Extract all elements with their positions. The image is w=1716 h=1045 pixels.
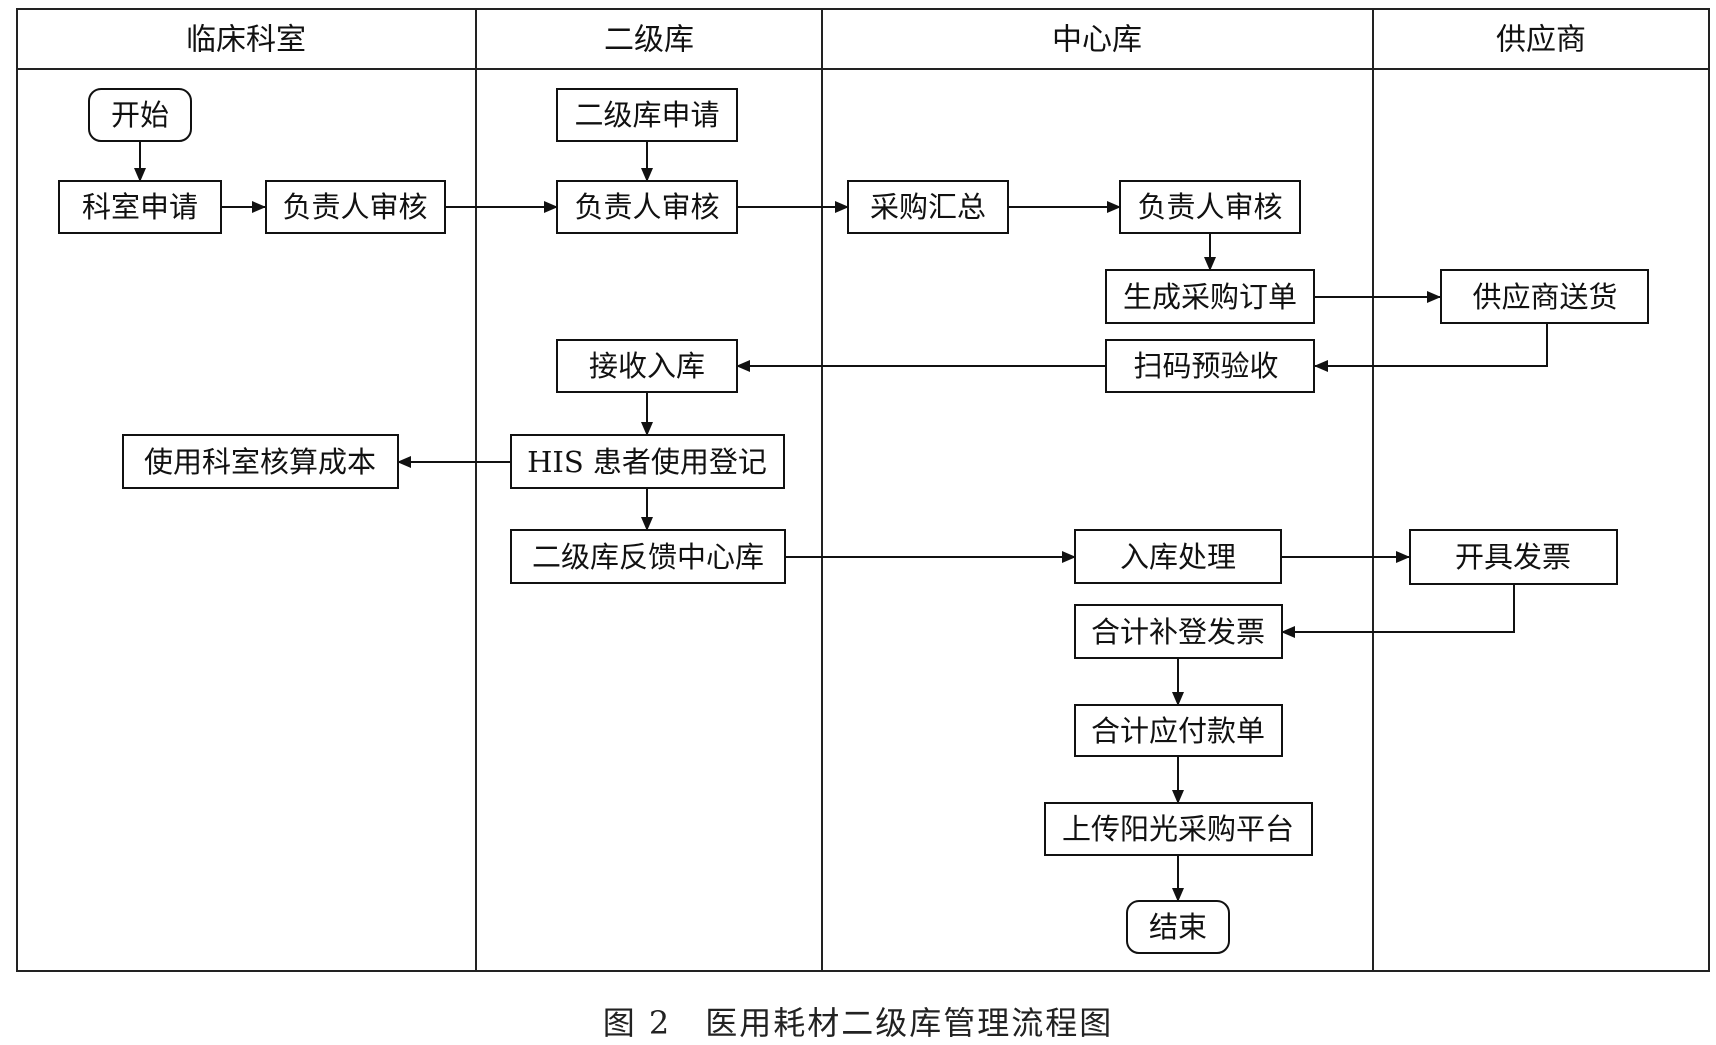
scan-check-label: 扫码预验收: [1133, 349, 1278, 383]
box-gen-order: [1105, 269, 1315, 324]
arrow-invoice-to-total-invoice: [1281, 584, 1515, 638]
dept-apply-label: 科室申请: [82, 190, 198, 224]
box-purchase-summary: [847, 180, 1009, 234]
box-dept-cost: [122, 434, 399, 489]
center-review-label: 负责人审核: [1137, 190, 1282, 224]
box-receive-in: [556, 339, 738, 393]
box-upload-platform: [1044, 802, 1313, 856]
dept-cost-label: 使用科室核算成本: [144, 445, 376, 479]
supplier-deliver-label: 供应商送货: [1472, 280, 1617, 314]
figure-caption: 图 2 医用耗材二级库管理流程图: [0, 998, 1716, 1044]
lane-header-secondary-store: 二级库: [604, 23, 694, 58]
lane-header-clinical-dept: 临床科室: [186, 23, 306, 58]
issue-invoice-label: 开具发票: [1455, 540, 1571, 574]
start-label: 开始: [111, 98, 169, 132]
lane-header-supplier: 供应商: [1496, 23, 1586, 58]
box-dept-apply: [58, 180, 222, 234]
purchase-summary-label: 采购汇总: [870, 190, 986, 224]
box-issue-invoice: [1409, 529, 1618, 585]
dept-review-label: 负责人审核: [282, 190, 427, 224]
start-terminal: [88, 88, 192, 142]
sec-apply-label: 二级库申请: [574, 98, 719, 132]
total-invoice-label: 合计补登发票: [1091, 615, 1265, 649]
arrow-supplier-to-scan: [1314, 323, 1548, 372]
total-payable-label: 合计应付款单: [1091, 714, 1265, 748]
gen-order-label: 生成采购订单: [1123, 280, 1297, 314]
connectors: [134, 141, 1548, 902]
swimlane-frame: [16, 8, 1710, 972]
stock-process-label: 入库处理: [1120, 540, 1236, 574]
box-his-register: [510, 434, 785, 489]
his-register-label: HIS 患者使用登记: [527, 445, 767, 479]
box-total-payable: [1074, 704, 1283, 757]
lane-header-central-store: 中心库: [1052, 23, 1142, 58]
box-stock-process: [1074, 529, 1282, 584]
sec-review-label: 负责人审核: [574, 190, 719, 224]
box-dept-review: [265, 180, 446, 234]
upload-platform-label: 上传阳光采购平台: [1062, 812, 1294, 846]
end-label: 结束: [1149, 910, 1207, 944]
figure-title: 医用耗材二级库管理流程图: [705, 1004, 1114, 1042]
box-scan-check: [1105, 339, 1315, 393]
receive-in-label: 接收入库: [589, 349, 705, 383]
end-terminal: [1126, 900, 1230, 954]
box-sec-review: [556, 180, 738, 234]
figure-number: 图 2: [602, 1004, 672, 1042]
box-sec-feedback: [510, 529, 786, 584]
box-total-invoice: [1074, 604, 1283, 659]
box-sec-apply: [556, 88, 738, 142]
box-supplier-deliver: [1440, 269, 1649, 324]
box-center-review: [1119, 180, 1301, 234]
sec-feedback-label: 二级库反馈中心库: [532, 540, 764, 574]
